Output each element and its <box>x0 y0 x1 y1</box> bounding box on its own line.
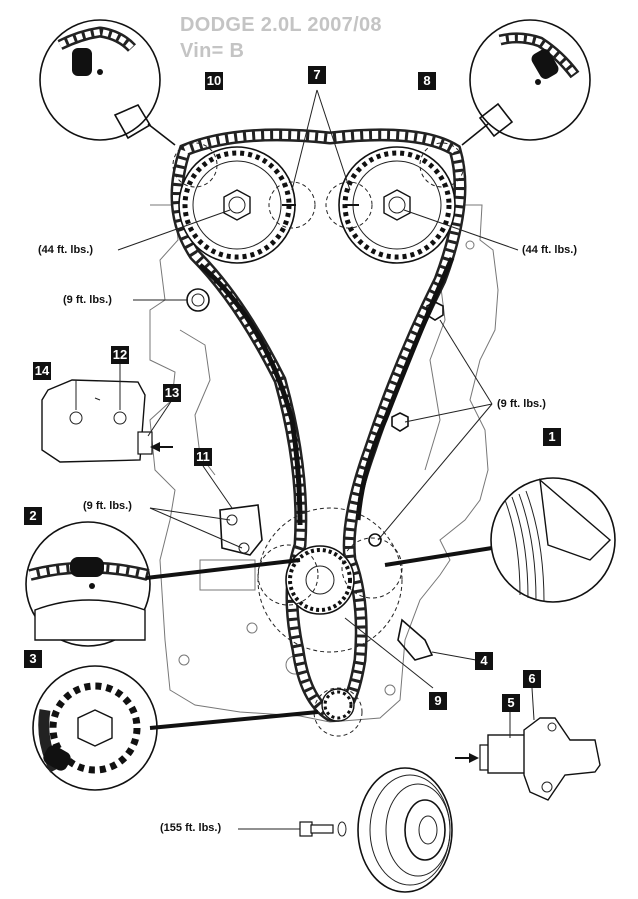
callout-9: 9 <box>429 692 447 710</box>
diagram-title: DODGE 2.0L 2007/08 <box>180 14 382 36</box>
detail-2 <box>25 521 151 647</box>
engine-block-outline <box>149 204 499 723</box>
callout-14: 14 <box>33 362 51 380</box>
new-tensioner <box>479 717 601 801</box>
old-tensioner <box>41 379 153 463</box>
detail-8 <box>469 19 591 141</box>
torque-guide-bolt: (9 ft. lbs.) <box>63 294 112 306</box>
left-cam-sprocket <box>178 146 296 264</box>
part-4 <box>397 618 434 661</box>
crank-sprocket <box>257 507 403 653</box>
guide-bolt-left <box>186 288 210 312</box>
detail-10 <box>39 19 161 141</box>
oil-pump-sprocket <box>313 687 363 737</box>
callout-1: 1 <box>543 428 561 446</box>
vibration-damper <box>357 767 453 893</box>
callout-7: 7 <box>308 66 326 84</box>
torque-tensioner-arm: (9 ft. lbs.) <box>83 500 132 512</box>
callout-12: 12 <box>111 346 129 364</box>
callout-10: 10 <box>205 72 223 90</box>
torque-crank-bolt: (155 ft. lbs.) <box>160 822 222 834</box>
callout-3: 3 <box>24 650 42 668</box>
callout-5: 5 <box>502 694 520 712</box>
callout-2: 2 <box>24 507 42 525</box>
callout-4: 4 <box>475 652 493 670</box>
guide-bolt-right-lower <box>391 412 409 432</box>
detail-3 <box>32 665 158 791</box>
crank-bolt <box>299 821 347 837</box>
torque-rh-guide: (9 ft. lbs.) <box>497 398 546 410</box>
detail-1 <box>490 477 616 603</box>
callout-6: 6 <box>523 670 541 688</box>
torque-left-cam: (44 ft. lbs.) <box>38 244 94 256</box>
guide-bolt-right-upper <box>426 301 444 321</box>
callout-8: 8 <box>418 72 436 90</box>
callout-11: 11 <box>194 448 212 466</box>
torque-right-cam: (44 ft. lbs.) <box>522 244 578 256</box>
right-chain-guide <box>355 256 455 521</box>
tensioner-arm <box>219 504 263 556</box>
diagram-subtitle: Vin= B <box>180 40 245 62</box>
callout-13: 13 <box>163 384 181 402</box>
left-chain-guide <box>198 263 303 526</box>
